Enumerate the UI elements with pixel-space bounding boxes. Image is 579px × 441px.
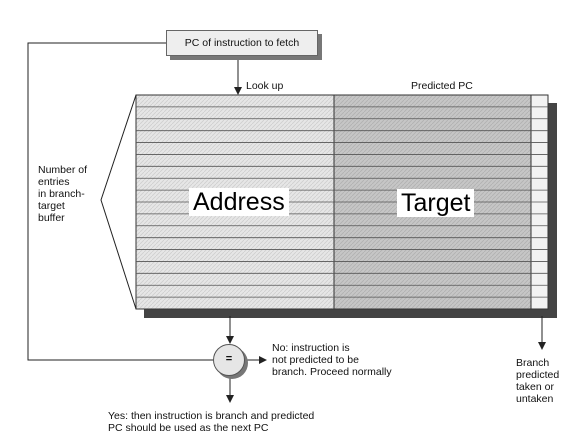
- address-label: Address: [189, 188, 289, 216]
- entries-label: Number of entries in branch- target buff…: [38, 164, 88, 224]
- lookup-label: Look up: [246, 80, 284, 92]
- pc-box: PC of instruction to fetch: [166, 30, 318, 56]
- pc-feedback-line: [27, 42, 213, 361]
- predicted-pc-label: Predicted PC: [411, 80, 473, 92]
- branch-predicted-label: Branch predicted taken or untaken: [516, 357, 560, 405]
- target-label: Target: [397, 189, 475, 217]
- no-label: No: instruction is not predicted to be b…: [272, 342, 392, 378]
- comparator: =: [213, 344, 245, 376]
- entries-bracket: [100, 94, 137, 310]
- yes-label: Yes: then instruction is branch and pred…: [108, 410, 315, 434]
